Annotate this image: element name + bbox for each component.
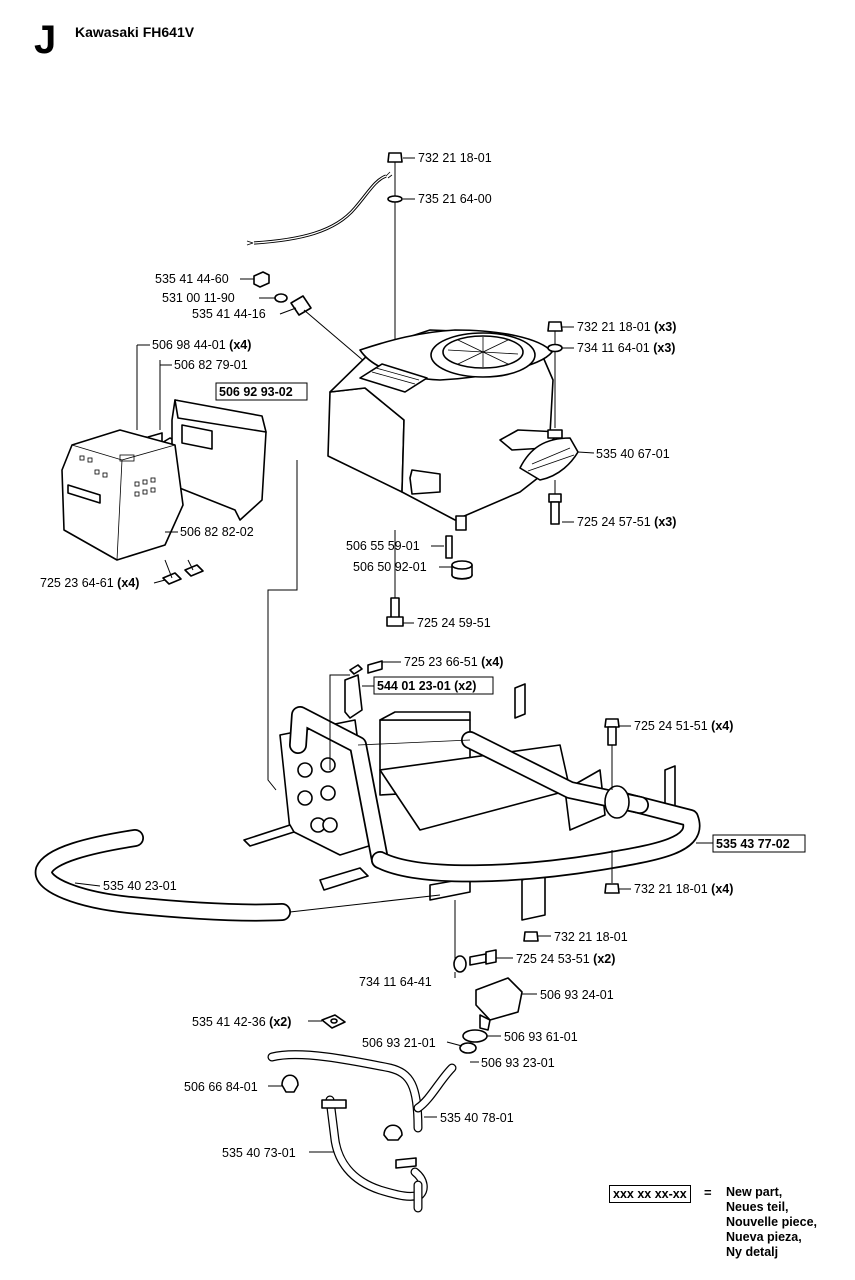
part-label-text: 535 41 44-16 <box>192 307 266 321</box>
bumper-tube <box>34 829 441 922</box>
callout-label: 506 55 59-01 <box>346 539 444 553</box>
frame-hardware <box>329 660 620 973</box>
part-label-text: 544 01 23-01 (x2) <box>377 679 476 693</box>
part-label-text: 506 93 24-01 <box>540 988 614 1002</box>
callout-label: 732 21 18-01 <box>538 930 628 944</box>
part-label-text: 732 21 18-01 (x3) <box>577 320 676 334</box>
part-label-text: 506 93 23-01 <box>481 1056 555 1070</box>
part-label-text: 506 98 44-01 (x4) <box>152 338 251 352</box>
throttle-hardware <box>253 271 366 363</box>
part-label-text: 535 40 73-01 <box>222 1146 296 1160</box>
part-label-text: 725 23 64-61 (x4) <box>40 576 139 590</box>
callout-label: 506 93 21-01 <box>362 1036 463 1050</box>
frame <box>243 683 701 921</box>
part-label-text: 506 50 92-01 <box>353 560 427 574</box>
part-label-text: 535 43 77-02 <box>716 837 790 851</box>
part-label-text: 506 82 79-01 <box>174 358 248 372</box>
lower-parts <box>267 977 523 1213</box>
part-label-text: 732 21 18-01 (x4) <box>634 882 733 896</box>
callout-label: 506 93 24-01 <box>522 988 614 1002</box>
part-label-text: 725 23 66-51 (x4) <box>404 655 503 669</box>
part-label-text: 535 41 44-60 <box>155 272 229 286</box>
part-label-text: 506 82 82-02 <box>180 525 254 539</box>
callout-label: 732 21 18-01 (x3) <box>562 320 676 334</box>
legend-equals: = <box>704 1185 712 1200</box>
top-hardware <box>246 152 403 340</box>
part-label-text: 735 21 64-00 <box>418 192 492 206</box>
part-label-text: 535 41 42-36 (x2) <box>192 1015 291 1029</box>
callout-label: 725 24 51-51 (x4) <box>618 719 733 733</box>
part-label-text: 535 40 78-01 <box>440 1111 514 1125</box>
callout-label: 732 21 18-01 <box>403 151 492 165</box>
callout-label: 506 66 84-01 <box>184 1080 282 1094</box>
engine-mounts <box>386 530 473 627</box>
legend-line: Neues teil, <box>726 1200 789 1214</box>
callout-label: 725 24 59-51 <box>403 616 491 630</box>
callout-label: 531 00 11-90 <box>162 291 275 305</box>
engine-cover-hardware <box>519 321 579 525</box>
callout-label: 506 82 79-01 <box>160 358 248 372</box>
model-title: Kawasaki FH641V <box>75 24 195 40</box>
callout-label: 535 40 78-01 <box>424 1111 514 1125</box>
part-label-text: 506 92 93-02 <box>219 385 293 399</box>
callout-label: 506 82 82-02 <box>165 525 254 539</box>
callout-label: 535 41 42-36 (x2) <box>192 1015 322 1029</box>
part-label-text: 535 40 67-01 <box>596 447 670 461</box>
callout-label: 734 11 64-41 <box>359 972 456 989</box>
callout-label: 506 98 44-01 (x4) <box>137 338 251 352</box>
legend-line: Nouvelle piece, <box>726 1215 818 1229</box>
callout-label: 725 23 64-61 (x4) <box>40 576 166 590</box>
muffler <box>61 345 298 791</box>
legend-text: New part, Neues teil, Nouvelle piece, Nu… <box>726 1185 817 1260</box>
part-label-text: 732 21 18-01 <box>418 151 492 165</box>
callout-label: 725 24 53-51 (x2) <box>496 952 615 966</box>
part-label-text: 732 21 18-01 <box>554 930 628 944</box>
part-label-text: 725 24 59-51 <box>417 616 491 630</box>
section-letter: J <box>34 18 57 62</box>
legend-sample-box: xxx xx xx-xx <box>609 1185 691 1203</box>
callout-label: 725 24 57-51 (x3) <box>562 515 676 529</box>
callout-label: 506 50 92-01 <box>353 560 452 574</box>
callout-label: 535 40 23-01 <box>74 879 177 893</box>
callout-label-new: 535 43 77-02 <box>696 834 806 853</box>
callout-label: 535 40 73-01 <box>222 1146 334 1160</box>
callout-label: 735 21 64-00 <box>403 192 492 206</box>
callout-label: 535 41 44-60 <box>155 272 254 286</box>
legend-line: New part, <box>726 1185 783 1199</box>
legend-line: Nueva pieza, <box>726 1230 802 1244</box>
part-label-text: 725 24 51-51 (x4) <box>634 719 733 733</box>
callout-label-new: 506 92 93-02 <box>215 382 308 401</box>
part-label-text: 734 11 64-01 (x3) <box>577 341 675 355</box>
legend-line: Ny detalj <box>726 1245 779 1259</box>
part-label-text: 506 55 59-01 <box>346 539 420 553</box>
callout-label: 732 21 18-01 (x4) <box>618 882 733 896</box>
part-label-text: 734 11 64-41 <box>359 975 432 989</box>
part-label-text: 531 00 11-90 <box>162 291 235 305</box>
callout-label-new: 544 01 23-01 (x2) <box>362 676 494 695</box>
part-label-text: 506 93 21-01 <box>362 1036 436 1050</box>
part-label-text: 725 24 57-51 (x3) <box>577 515 676 529</box>
part-label-text: 535 40 23-01 <box>103 879 177 893</box>
callout-label: 535 41 44-16 <box>192 307 297 321</box>
engine <box>327 329 561 531</box>
part-label-text: 506 93 61-01 <box>504 1030 578 1044</box>
callout-label: 725 23 66-51 (x4) <box>382 655 503 669</box>
part-label-text: 506 66 84-01 <box>184 1080 258 1094</box>
callout-label: 506 93 61-01 <box>487 1030 578 1044</box>
part-label-text: 725 24 53-51 (x2) <box>516 952 615 966</box>
callout-label: 535 40 67-01 <box>577 447 670 461</box>
callout-label: 734 11 64-01 (x3) <box>562 341 675 355</box>
callout-label: 506 93 23-01 <box>470 1056 555 1070</box>
